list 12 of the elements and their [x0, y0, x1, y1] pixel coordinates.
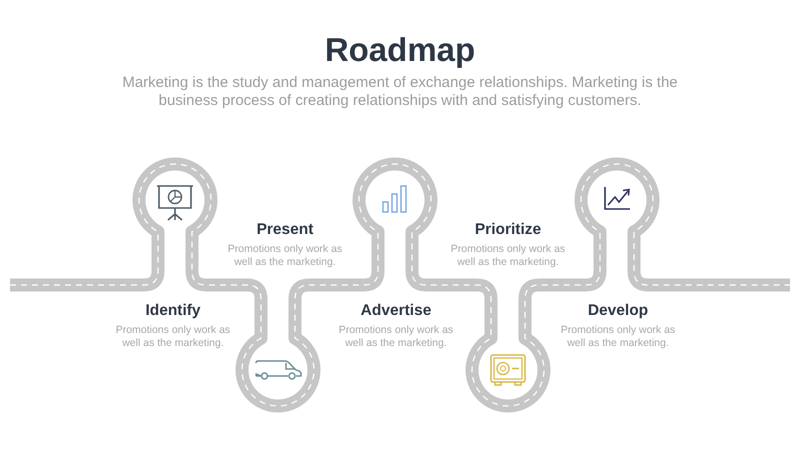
step-description: Promotions only work as well as the marketing.	[114, 324, 232, 349]
step-description: Promotions only work as well as the marketing.	[560, 324, 676, 349]
step-heading: Present	[256, 221, 314, 239]
step-description: Promotions only work as well as the marketing.	[450, 243, 566, 268]
step-heading: Identify	[144, 302, 202, 320]
step-heading: Prioritize	[474, 221, 542, 239]
step-description: Promotions only work as well as the marketing.	[338, 324, 454, 349]
step-description: Promotions only work as well as the marketing.	[226, 243, 344, 268]
subtitle: Marketing is the study and management of exchange relationships. Marketing is the business process of creating relationships with and satisfying customers.	[121, 74, 679, 110]
step-heading: Advertise	[360, 302, 432, 320]
title: Roadmap	[324, 31, 476, 69]
step-heading: Develop	[586, 302, 650, 320]
